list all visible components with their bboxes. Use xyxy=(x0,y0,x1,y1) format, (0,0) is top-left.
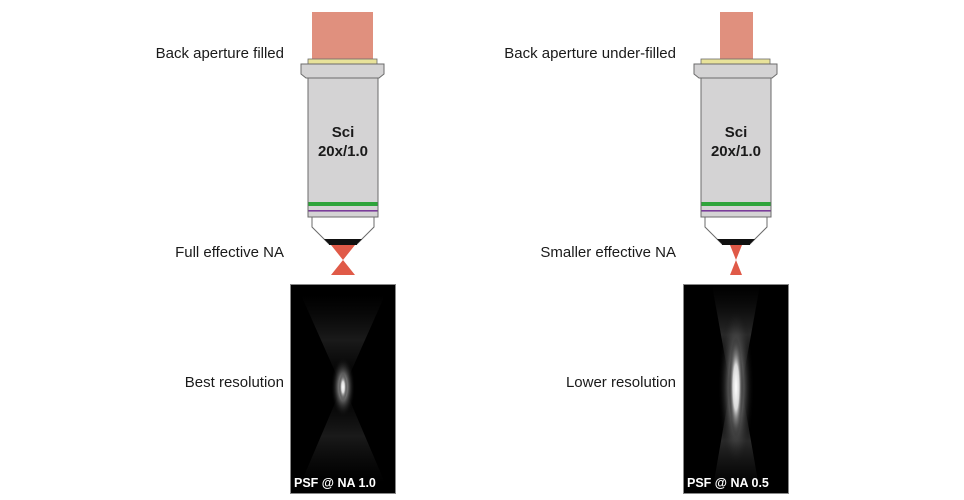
psf-lower-cone xyxy=(301,389,385,483)
na-label: Full effective NA xyxy=(175,244,284,261)
objective-brand: Sci xyxy=(332,124,355,141)
psf-core xyxy=(729,337,743,437)
purple-band xyxy=(308,210,378,212)
green-band xyxy=(701,202,771,206)
psf-core xyxy=(339,373,347,401)
laser-beam xyxy=(720,12,753,60)
objective-spec: 20x/1.0 xyxy=(711,143,761,160)
psf-image-na-1: PSF @ NA 1.0 xyxy=(290,284,396,494)
resolution-label: Best resolution xyxy=(184,374,284,391)
objective-spec: 20x/1.0 xyxy=(318,143,368,160)
objective-filled: Sci 20x/1.0 xyxy=(300,12,385,275)
aperture-label: Back aperture filled xyxy=(155,45,284,62)
focus-cone xyxy=(730,245,742,275)
objective-body xyxy=(700,77,772,218)
aperture-label: Back aperture under-filled xyxy=(504,45,676,62)
front-lens-tip xyxy=(329,239,357,245)
objective-flange xyxy=(300,63,385,79)
focus-cone xyxy=(331,245,355,275)
collar-ring xyxy=(307,58,378,65)
front-lens-tip xyxy=(722,239,750,245)
objective-body xyxy=(307,77,379,218)
purple-band xyxy=(701,210,771,212)
laser-beam xyxy=(312,12,373,60)
resolution-label: Lower resolution xyxy=(565,374,676,391)
psf-upper-cone xyxy=(301,295,385,385)
collar-ring xyxy=(700,58,771,65)
objective-flange xyxy=(693,63,778,79)
psf-image-na-0-5: PSF @ NA 0.5 xyxy=(683,284,789,494)
green-band xyxy=(308,202,378,206)
psf-caption: PSF @ NA 0.5 xyxy=(687,476,769,490)
na-label: Smaller effective NA xyxy=(540,244,676,261)
objective-brand: Sci xyxy=(725,124,748,141)
objective-underfilled: Sci 20x/1.0 xyxy=(693,12,778,275)
psf-caption: PSF @ NA 1.0 xyxy=(294,476,376,490)
